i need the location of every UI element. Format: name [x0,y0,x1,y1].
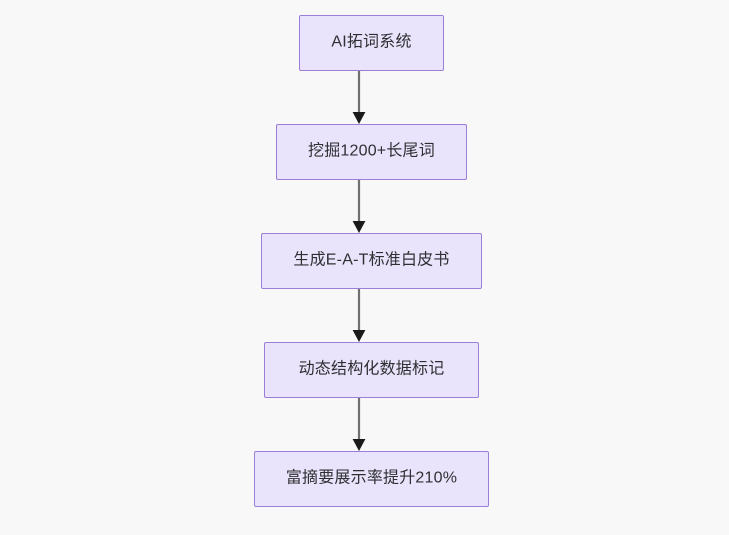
flow-node-dynamic-structured-data-markup[interactable]: 动态结构化数据标记 [264,342,479,398]
flow-node-label: 动态结构化数据标记 [298,360,445,378]
flow-node-mine-longtail-keywords[interactable]: 挖掘1200+长尾词 [276,124,467,180]
flow-edge-2-to-3 [347,180,371,233]
flow-node-label: 挖掘1200+长尾词 [308,142,435,160]
flow-node-label: 生成E-A-T标准白皮书 [293,251,450,269]
flow-node-label: 富摘要展示率提升210% [285,469,458,487]
flow-node-rich-snippet-impression-uplift[interactable]: 富摘要展示率提升210% [254,451,489,507]
flow-node-ai-keyword-system[interactable]: AI拓词系统 [299,15,444,71]
flow-node-label: AI拓词系统 [331,33,412,51]
flow-edge-4-to-5 [347,398,371,451]
flow-edge-1-to-2 [347,71,371,124]
flow-edge-3-to-4 [347,289,371,342]
flow-node-generate-eat-whitepaper[interactable]: 生成E-A-T标准白皮书 [261,233,482,289]
